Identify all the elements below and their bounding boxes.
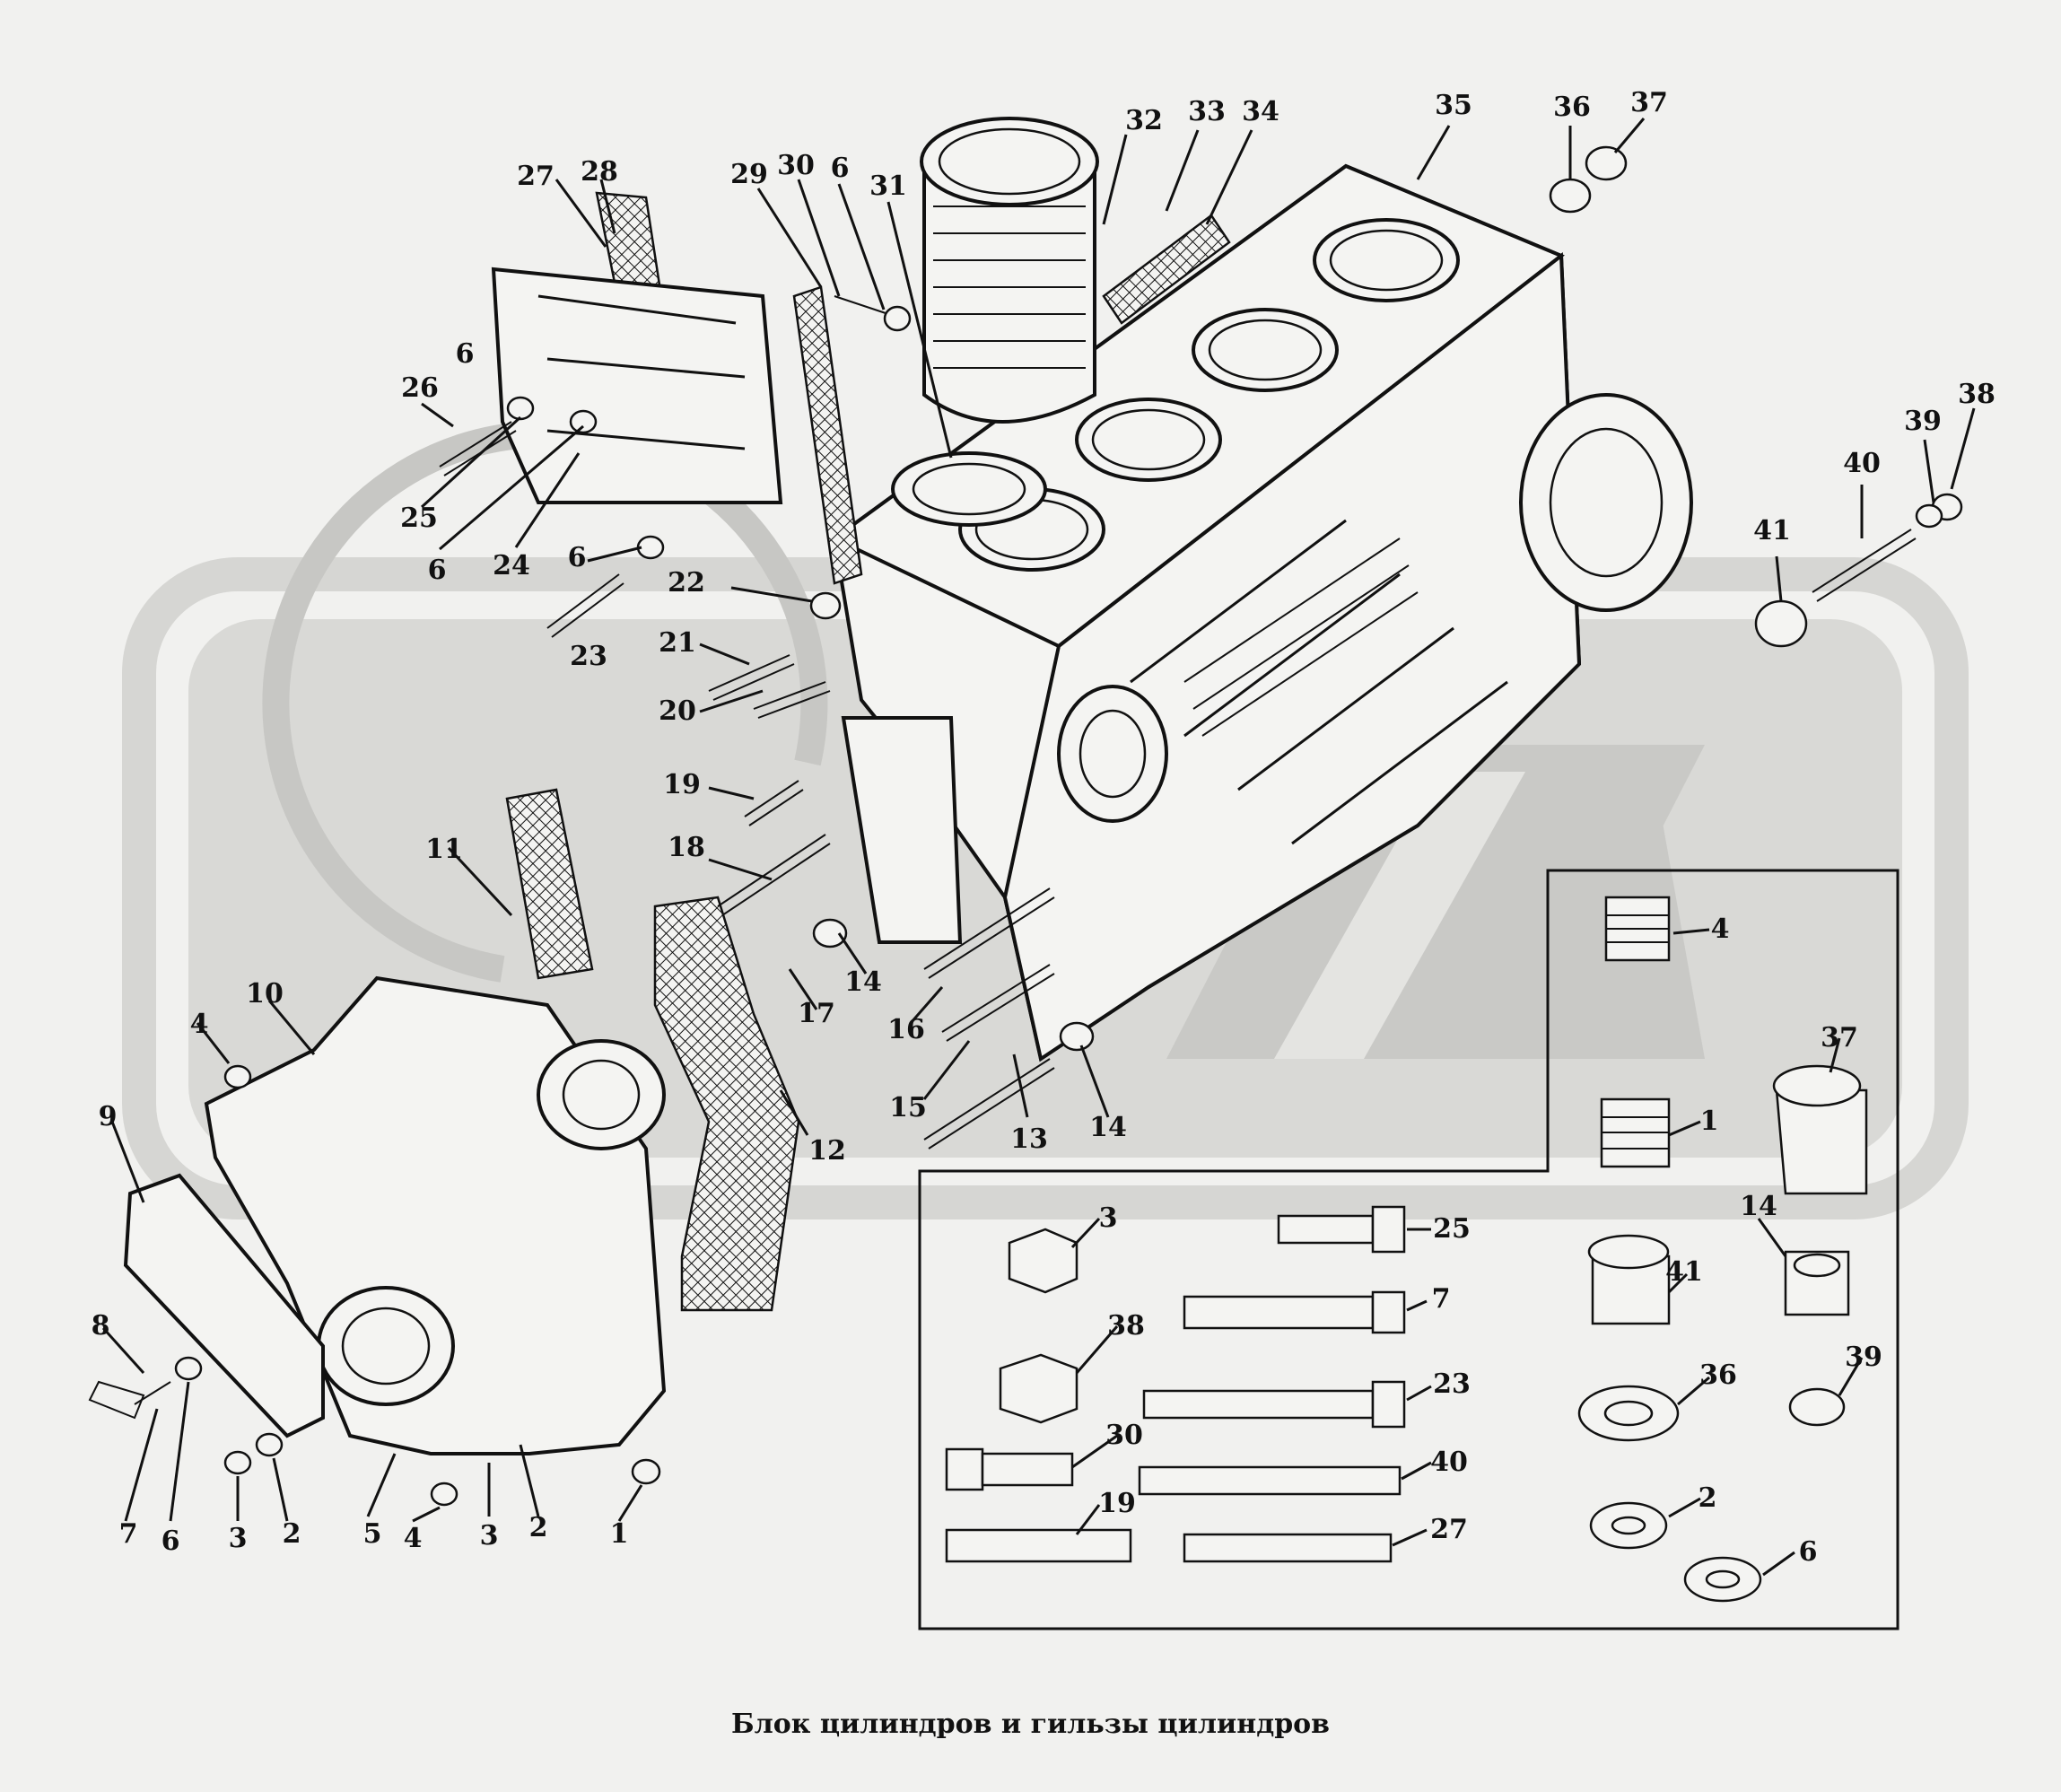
inset-callout-3: 3 [1098,1202,1118,1234]
callout-38: 38 [1958,379,1996,410]
callout-19: 19 [663,769,701,800]
inset-parts-drawing [945,896,1868,1603]
inset-callout-19: 19 [1098,1488,1136,1519]
callout-25: 25 [400,503,438,534]
callout-3: 3 [479,1520,499,1552]
callout-28: 28 [581,156,618,188]
callout-39: 39 [1904,406,1942,437]
callout-6: 6 [567,542,587,573]
callout-29: 29 [730,159,768,190]
callout-1: 1 [609,1518,629,1550]
callout-41: 41 [1753,515,1791,546]
inset-callout-6: 6 [1798,1536,1818,1568]
inset-box-outline [918,869,1899,1630]
callout-35: 35 [1435,90,1472,121]
inset-callout-40: 40 [1430,1447,1468,1478]
callout-14: 14 [844,966,882,998]
callout-3: 3 [228,1523,248,1554]
callout-23: 23 [570,641,607,672]
callout-37: 37 [1630,87,1668,118]
callout-4: 4 [403,1523,423,1554]
callout-21: 21 [659,627,696,659]
cylinder-block-drawing [831,163,1693,1062]
callout-2: 2 [528,1512,548,1543]
callout-31: 31 [869,170,907,202]
inset-callout-37: 37 [1821,1022,1858,1053]
callout-27: 27 [517,161,555,192]
inset-callout-30: 30 [1105,1420,1143,1451]
callout-34: 34 [1242,96,1279,127]
callout-17: 17 [798,998,835,1029]
callout-10: 10 [246,978,284,1010]
inset-callout-23: 23 [1433,1368,1471,1400]
callout-32: 32 [1125,105,1163,136]
callout-14: 14 [1089,1112,1127,1143]
cylinder-liner-drawing [891,117,1099,527]
callout-18: 18 [668,832,705,863]
callout-15: 15 [889,1092,927,1123]
inset-callout-41: 41 [1665,1256,1703,1288]
inset-callout-2: 2 [1698,1482,1717,1514]
callout-40: 40 [1843,448,1881,479]
inset-callout-7: 7 [1431,1283,1451,1315]
inset-callout-36: 36 [1699,1359,1737,1391]
timing-cover-drawing [123,267,783,1455]
fasteners-drawing [88,145,1963,1507]
callout-4: 4 [189,1009,209,1040]
callout-12: 12 [808,1135,846,1167]
callout-30: 30 [777,150,815,181]
inset-callout-1: 1 [1699,1106,1719,1137]
callout-7: 7 [118,1518,138,1550]
callout-36: 36 [1553,92,1591,123]
inset-callout-38: 38 [1107,1310,1145,1342]
callout-5: 5 [362,1518,382,1550]
callout-6: 6 [455,338,475,370]
callout-6: 6 [830,153,850,184]
inset-callout-4: 4 [1710,913,1730,945]
callout-2: 2 [282,1518,301,1550]
inset-callout-27: 27 [1430,1514,1468,1545]
leader-lines [101,118,1976,1577]
callout-6: 6 [161,1525,180,1557]
inset-callout-25: 25 [1433,1213,1471,1245]
callout-8: 8 [91,1310,110,1342]
callout-9: 9 [98,1101,118,1132]
callout-13: 13 [1010,1123,1048,1155]
callout-26: 26 [401,372,439,404]
inset-callout-39: 39 [1845,1342,1882,1373]
callout-6: 6 [427,555,447,586]
callout-22: 22 [668,567,705,599]
callout-11: 11 [425,834,463,865]
diagram-caption: Блок цилиндров и гильзы цилиндров [730,1709,1331,1740]
callout-24: 24 [493,550,530,581]
callout-20: 20 [659,695,696,727]
inset-callout-14: 14 [1740,1191,1777,1222]
callout-16: 16 [887,1014,925,1045]
callout-33: 33 [1188,96,1226,127]
